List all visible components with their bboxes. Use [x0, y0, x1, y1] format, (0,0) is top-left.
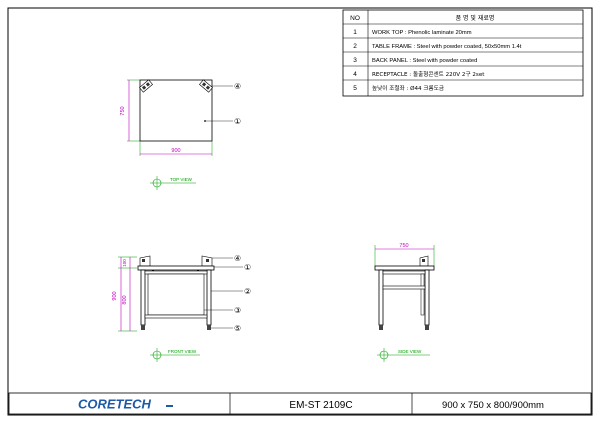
- front-total-dim: 900: [112, 291, 118, 300]
- part-desc-2: TABLE FRAME : Steel with powder coated, …: [372, 44, 522, 50]
- side-view-caption-text: SIDE VIEW: [398, 349, 422, 354]
- top-view: 750 900 ④ ① TOP VIEW: [120, 79, 241, 190]
- brand-logo: CORETECH: [78, 397, 152, 412]
- front-receptacle-right: [201, 255, 213, 267]
- front-view: 900 100 800: [112, 254, 251, 362]
- front-foot-left: [141, 325, 145, 330]
- front-back-panel: [147, 273, 205, 316]
- model-number: EM-ST 2109C: [289, 400, 352, 411]
- top-callout-receptacle: ④: [234, 82, 241, 91]
- front-callout-frame: ②: [244, 287, 251, 296]
- front-callout-panel: ③: [234, 306, 241, 315]
- front-view-caption-text: FRONT VIEW: [168, 349, 197, 354]
- front-leg-left: [140, 269, 146, 326]
- front-callout-worktop: ①: [244, 263, 251, 272]
- side-view-caption: SIDE VIEW: [377, 348, 430, 362]
- top-worktop: [139, 79, 213, 142]
- title-block: CORETECH EM-ST 2109C 900 x 750 x 800/900…: [8, 392, 592, 415]
- top-receptacle-right: [199, 79, 213, 93]
- part-desc-4: RECEPTACLE : 돌출형콘센트 220V 2구 2set: [372, 70, 485, 78]
- top-callout-worktop: ①: [234, 117, 241, 126]
- sheet-border: [7, 7, 593, 416]
- front-leg-right: [206, 269, 212, 326]
- front-body-dim: 800: [122, 295, 128, 304]
- front-top-dim: 100: [122, 259, 127, 267]
- part-no-5: 5: [353, 85, 357, 92]
- top-view-caption: TOP VIEW: [150, 176, 196, 190]
- front-receptacle-left: [139, 255, 151, 267]
- top-receptacle-left: [139, 79, 153, 93]
- parts-table: NO 품 명 및 재료명 1 WORK TOP : Phenolic lamin…: [342, 9, 584, 97]
- front-callout-receptacle: ④: [234, 254, 241, 263]
- part-no-2: 2: [353, 43, 357, 50]
- part-desc-5: 높낮이 조절좌 : Ø44 크롬도금: [372, 84, 444, 92]
- top-width-dim: 900: [171, 148, 180, 154]
- side-leg-front: [378, 269, 384, 326]
- table-header-name: 품 명 및 재료명: [456, 14, 495, 22]
- part-desc-3: BACK PANEL : Steel with powder coated: [372, 58, 477, 64]
- part-no-4: 4: [353, 71, 357, 78]
- top-depth-dim: 750: [120, 106, 126, 115]
- side-foot-back: [425, 325, 429, 330]
- front-view-caption: FRONT VIEW: [150, 348, 200, 362]
- top-view-caption-text: TOP VIEW: [170, 177, 193, 182]
- front-lower-rail: [144, 314, 208, 319]
- table-header-no: NO: [350, 15, 360, 22]
- side-receptacle: [419, 255, 429, 267]
- part-no-1: 1: [353, 29, 357, 36]
- side-depth-dim: 750: [399, 243, 408, 249]
- product-size: 900 x 750 x 800/900mm: [442, 400, 544, 411]
- side-foot-front: [379, 325, 383, 330]
- side-lower-rail: [382, 285, 426, 290]
- front-worktop: [137, 265, 215, 271]
- brand-logo-underline: [166, 405, 173, 407]
- side-leg-back: [424, 269, 430, 326]
- front-callout-foot: ⑤: [234, 324, 241, 333]
- side-worktop: [374, 265, 435, 271]
- side-view: 750 SIDE VIEW: [374, 243, 435, 362]
- part-no-3: 3: [353, 57, 357, 64]
- part-desc-1: WORK TOP : Phenolic laminate 20mm: [372, 30, 472, 36]
- front-foot-right: [207, 325, 211, 330]
